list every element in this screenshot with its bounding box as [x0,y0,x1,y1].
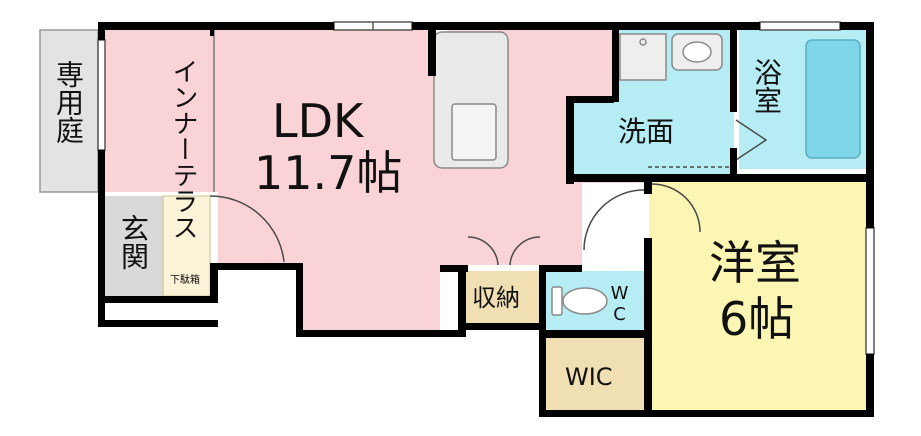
western-room-size-label: 6帖 [719,292,795,346]
western-room-label: 洋室 [709,236,801,290]
walk-in-closet-fill [546,338,644,410]
entrance-label: 玄関 [117,214,150,270]
entrance-fill [105,196,163,296]
kitchen-sink [451,103,497,161]
toilet-bowl [562,287,608,315]
inner-terrace-label: インナーテラス [168,58,198,240]
private-garden-label: 専用庭 [52,60,85,144]
wc-door-swing [583,189,645,251]
entrance-door-swing [209,195,285,263]
storage-door-left [467,236,499,266]
ldk-label: LDK [272,94,364,148]
bathroom-label: 浴室 [750,58,783,114]
ldk-size-label: 11.7帖 [254,146,403,200]
shoe-box-label: 下駄箱 [170,275,200,286]
western-window [865,227,875,355]
western-door-swing [651,183,701,233]
ldk-fill [105,30,644,330]
storage-fill [466,271,542,323]
garden-window [97,39,106,151]
bathtub [805,39,861,159]
washbasin-bowl [682,41,712,63]
toilet-label: WC [609,283,630,325]
washing-machine-pan [619,33,667,81]
walls [98,22,874,417]
toilet-tank [551,286,563,316]
bath-window [759,21,841,31]
storage-label: 収納 [472,284,520,312]
washroom-label: 洗面 [618,115,675,148]
western-room-fill [649,174,866,410]
walk-in-closet-label: WIC [565,363,613,391]
storage-door-right [509,236,541,266]
garden-fill [39,29,99,193]
shoe-box-fill [162,195,211,297]
bath-door [735,119,768,161]
door-swings [209,30,768,266]
fixtures [433,31,861,316]
drain-icon [639,38,647,46]
